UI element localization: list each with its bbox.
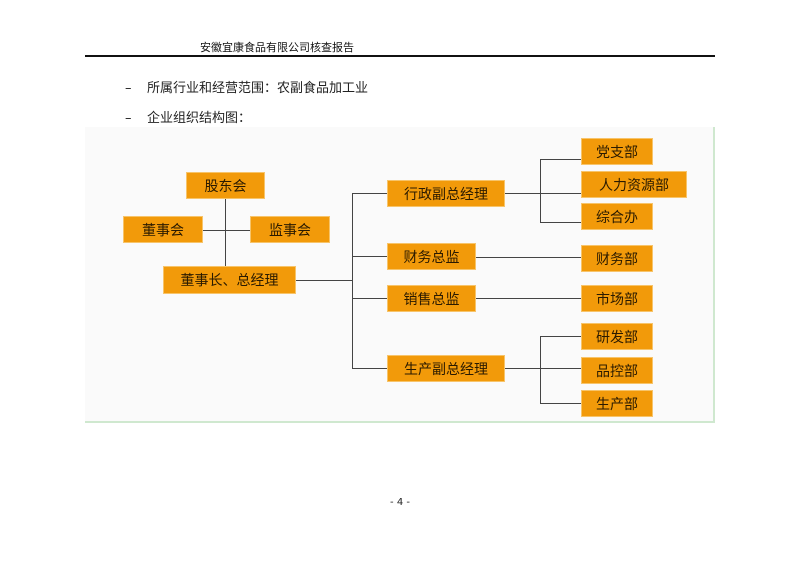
connector [540,222,581,223]
node-hr: 人力资源部 [581,171,687,198]
node-board: 董事会 [123,216,203,243]
node-production-vp: 生产副总经理 [387,355,505,382]
node-marketing-dept: 市场部 [581,285,653,312]
connector [505,193,581,194]
connector [540,336,581,337]
connector [540,159,541,223]
industry-bullet: –所属行业和经营范围：农副食品加工业 [125,77,368,96]
connector [476,298,581,299]
node-general-office: 综合办 [581,203,653,230]
node-rd-dept: 研发部 [581,323,653,350]
page-number: - 4 - [390,497,410,508]
org-chart-bullet: –企业组织结构图： [125,107,251,126]
node-shareholders: 股东会 [186,172,265,199]
connector [476,257,581,258]
node-admin-vp: 行政副总经理 [387,180,505,207]
node-finance-dept: 财务部 [581,245,653,272]
node-sales-director: 销售总监 [387,285,476,312]
connector [352,193,353,369]
connector [540,403,581,404]
connector [203,230,250,231]
connector [352,298,387,299]
connector [352,368,387,369]
connector [352,193,387,194]
connector [225,198,226,266]
node-party-branch: 党支部 [581,138,653,165]
bullet-dash: – [125,81,132,96]
connector [540,159,581,160]
node-qc-dept: 品控部 [581,357,653,384]
connector [296,280,352,281]
node-supervisors: 监事会 [250,216,330,243]
node-chairman: 董事长、总经理 [163,266,296,294]
node-production-dept: 生产部 [581,390,653,417]
connector [352,256,387,257]
header-rule [85,55,715,57]
node-cfo: 财务总监 [387,243,476,270]
page-header-title: 安徽宜康食品有限公司核查报告 [200,41,354,54]
connector [540,336,541,403]
industry-text: 所属行业和经营范围：农副食品加工业 [147,81,369,96]
connector [505,368,581,369]
bullet-dash: – [125,111,132,126]
org-chart-label: 企业组织结构图： [147,111,252,126]
